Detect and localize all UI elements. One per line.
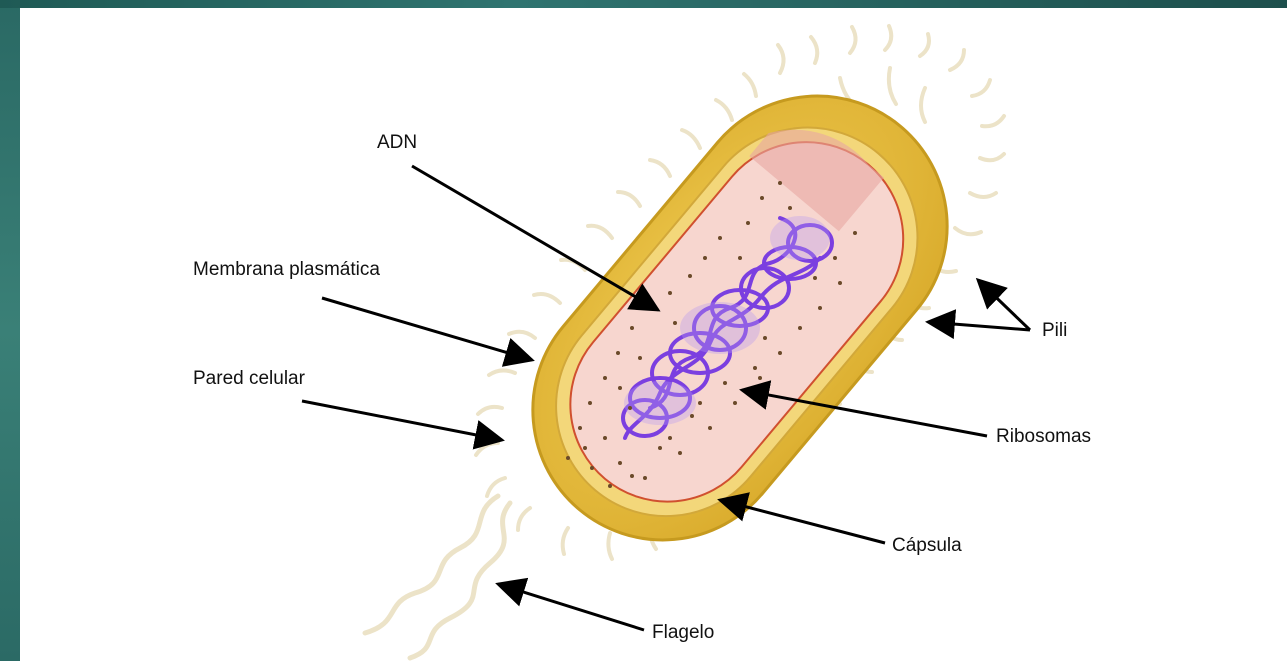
arrow-pili-upper	[978, 280, 1030, 330]
arrow-capsula	[720, 500, 885, 543]
slide-canvas: ADN Membrana plasmática Pared celular Pi…	[20, 8, 1287, 661]
label-capsula: Cápsula	[892, 535, 962, 557]
arrow-pili-lower	[928, 322, 1030, 330]
label-membrana-plasmatica: Membrana plasmática	[193, 259, 380, 281]
slide-frame-top	[0, 0, 1287, 8]
arrow-membrana	[322, 298, 532, 360]
slide-frame-left	[0, 0, 20, 661]
arrow-pared	[302, 401, 502, 440]
label-pili: Pili	[1042, 320, 1067, 342]
arrow-flagelo	[498, 584, 644, 630]
arrow-adn	[412, 166, 658, 310]
label-ribosomas: Ribosomas	[996, 426, 1091, 448]
label-pared-celular: Pared celular	[193, 368, 305, 390]
flagellum	[365, 496, 510, 658]
label-adn: ADN	[377, 132, 417, 154]
label-flagelo: Flagelo	[652, 622, 714, 644]
bacterium-diagram	[20, 8, 1287, 661]
